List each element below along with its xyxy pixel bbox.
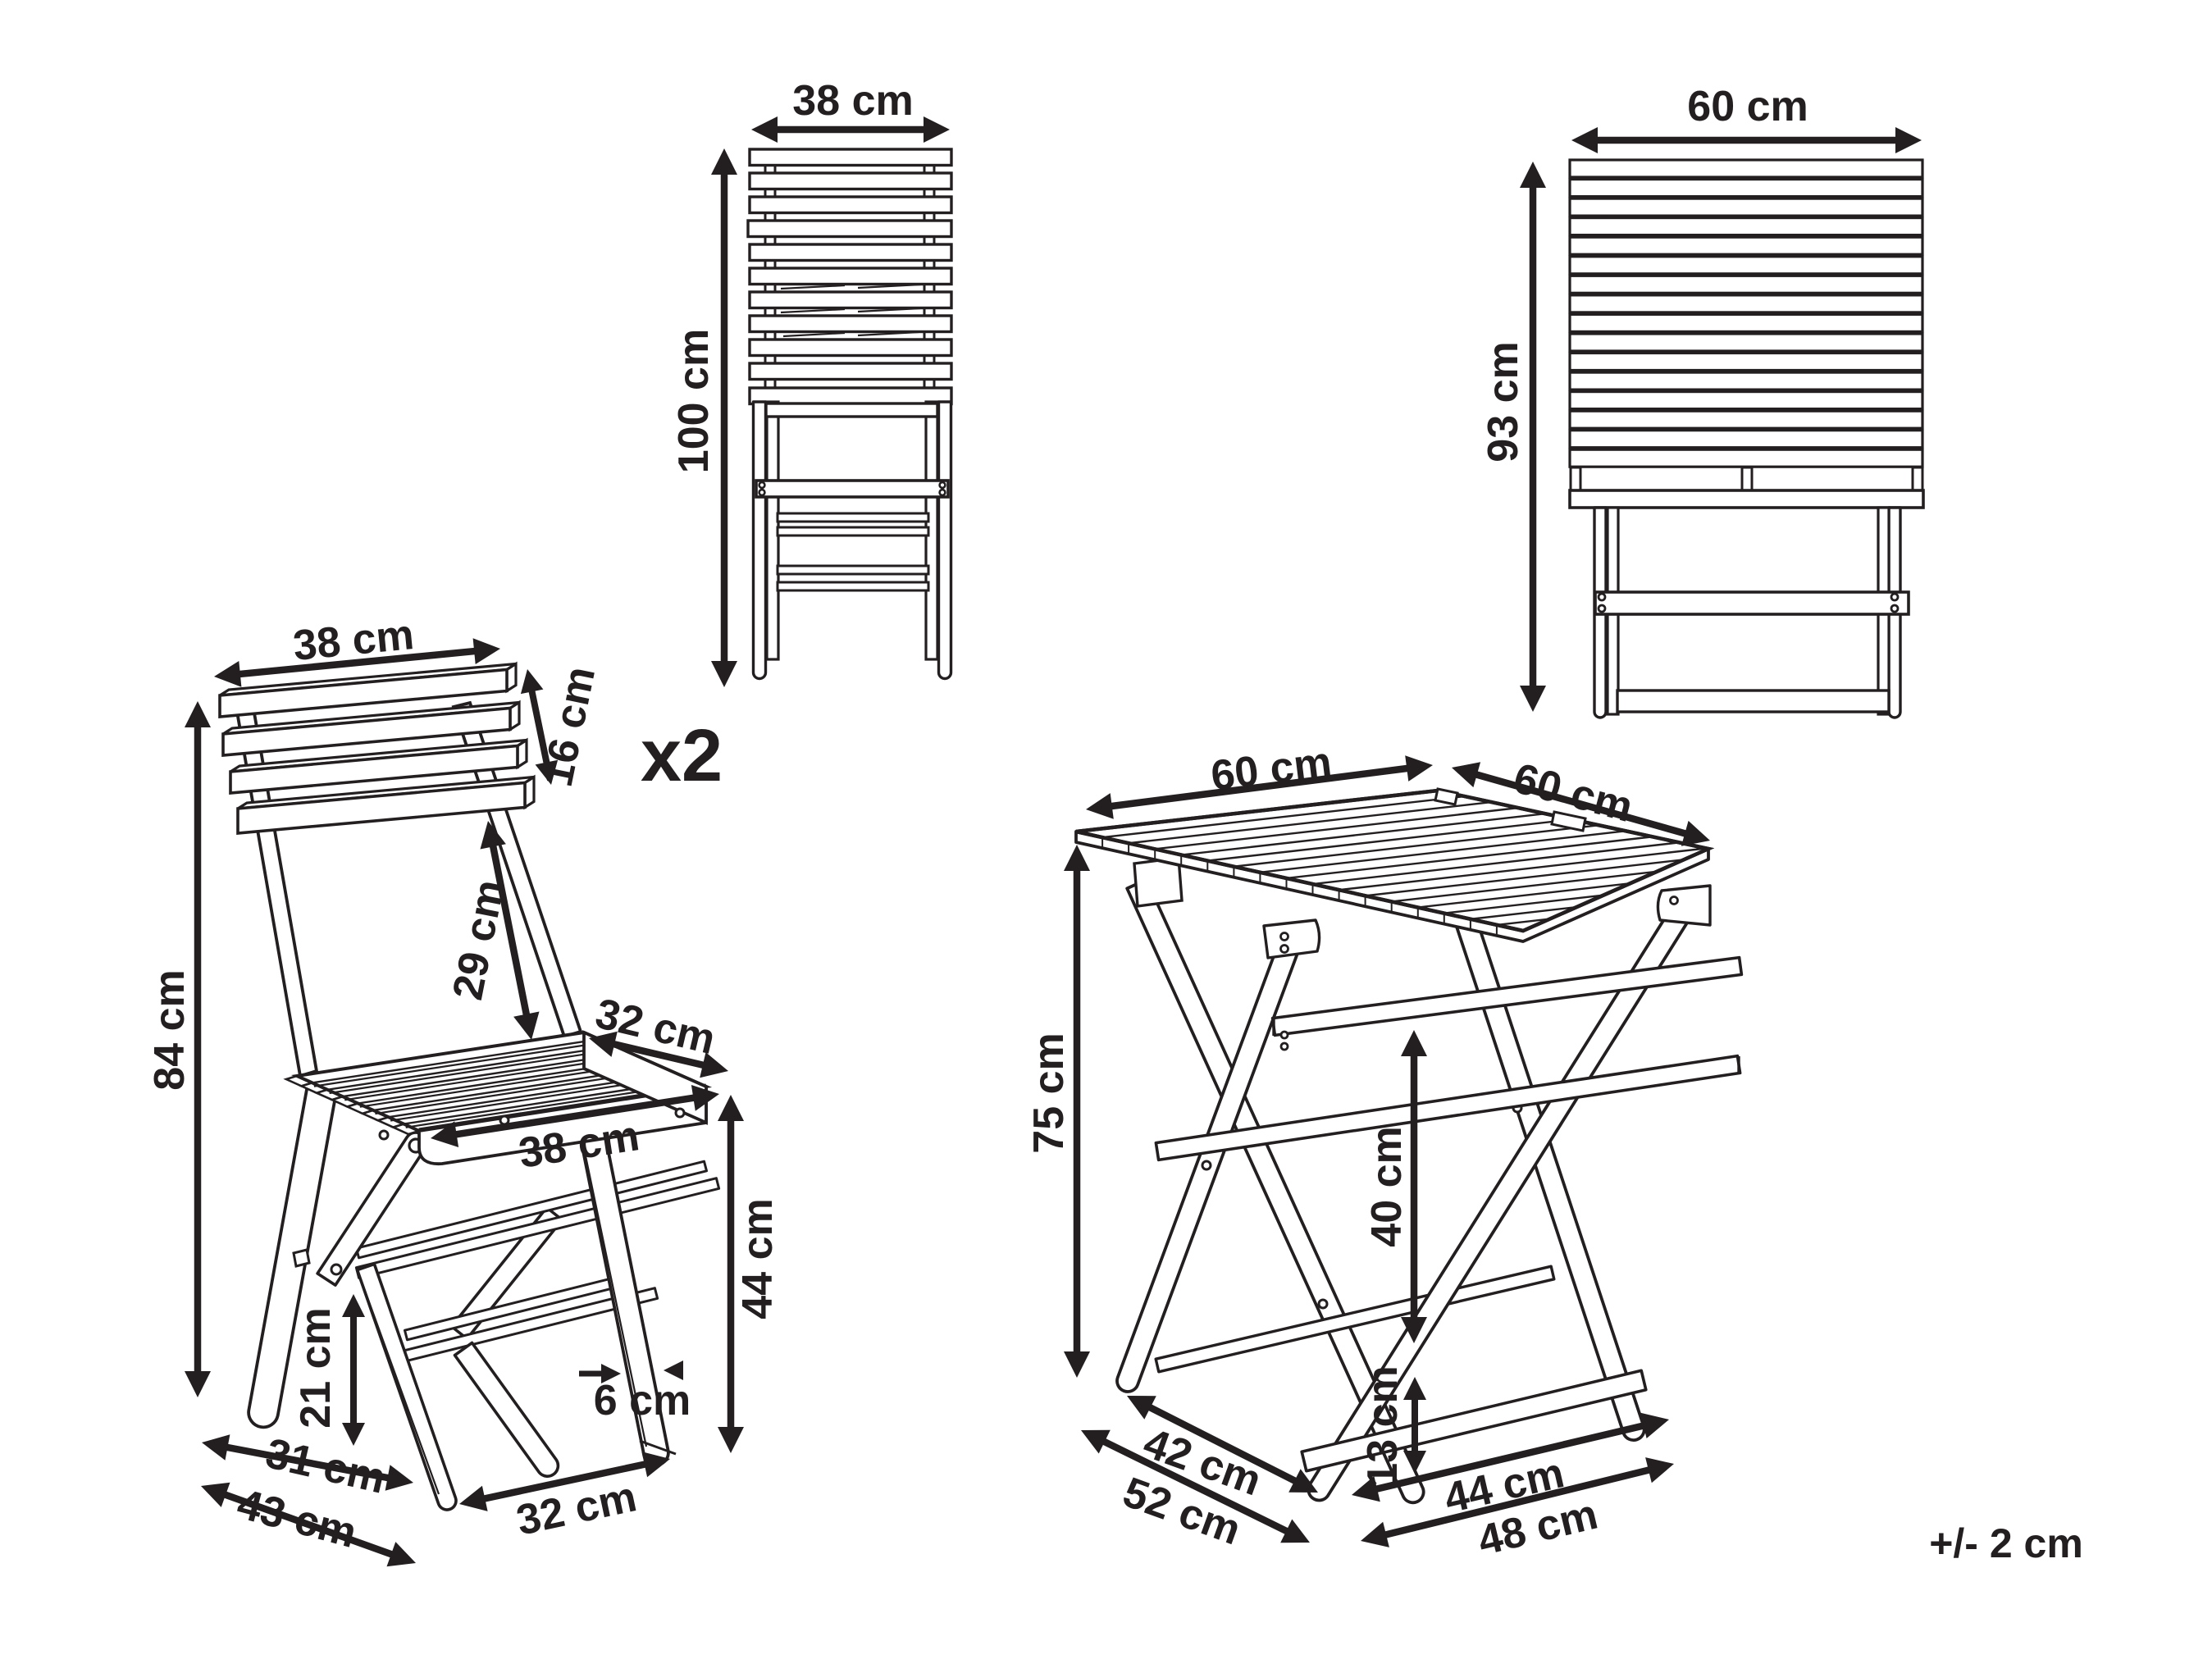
svg-text:40 cm: 40 cm: [1363, 1126, 1411, 1247]
svg-text:+/- 2 cm: +/- 2 cm: [1929, 1520, 2083, 1566]
svg-text:84 cm: 84 cm: [146, 969, 194, 1090]
svg-text:x2: x2: [641, 715, 723, 797]
svg-text:38 cm: 38 cm: [291, 611, 416, 670]
svg-text:44 cm: 44 cm: [734, 1198, 782, 1319]
svg-text:100 cm: 100 cm: [670, 329, 718, 473]
svg-text:38 cm: 38 cm: [792, 77, 913, 125]
svg-text:21 cm: 21 cm: [292, 1307, 340, 1428]
svg-text:93 cm: 93 cm: [1480, 341, 1527, 462]
svg-text:6 cm: 6 cm: [594, 1377, 691, 1424]
svg-text:13 cm: 13 cm: [1359, 1365, 1407, 1486]
svg-text:60 cm: 60 cm: [1687, 83, 1808, 130]
svg-text:75 cm: 75 cm: [1025, 1032, 1073, 1153]
